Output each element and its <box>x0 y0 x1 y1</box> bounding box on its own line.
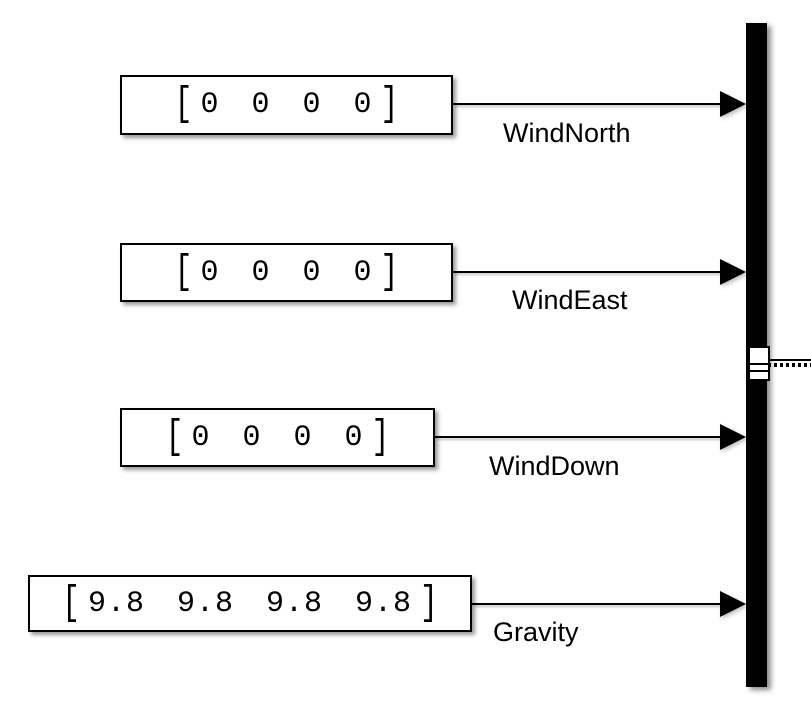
bracket-close: ] <box>420 580 439 627</box>
constant-value: [ 0 0 0 0 ] <box>172 252 400 293</box>
signal-wire[interactable] <box>435 436 727 438</box>
signal-wire[interactable] <box>768 359 811 361</box>
constant-digits: 0 0 0 0 <box>200 255 373 290</box>
mux-output-port-handle[interactable] <box>748 346 770 381</box>
constant-block-windnorth[interactable]: [ 0 0 0 0 ] <box>120 75 453 135</box>
bracket-open: [ <box>174 249 193 296</box>
constant-value: [ 0 0 0 0 ] <box>172 85 400 126</box>
block-label-gravity[interactable]: Gravity <box>493 617 579 647</box>
constant-digits: 9.8 9.8 9.8 9.8 <box>87 586 413 621</box>
signal-wire[interactable] <box>472 603 727 605</box>
bracket-close: ] <box>380 249 399 296</box>
signal-line-gravity[interactable] <box>472 591 746 617</box>
selection-dots <box>768 363 811 367</box>
block-label-winddown[interactable]: WindDown <box>489 451 620 481</box>
signal-arrowhead-icon <box>720 259 746 285</box>
block-label-windnorth[interactable]: WindNorth <box>503 118 631 148</box>
constant-digits: 0 0 0 0 <box>191 420 364 455</box>
constant-value: [ 0 0 0 0 ] <box>163 417 391 458</box>
bracket-close: ] <box>371 414 390 461</box>
constant-digits: 0 0 0 0 <box>200 88 373 122</box>
constant-block-winddown[interactable]: [ 0 0 0 0 ] <box>120 408 435 467</box>
signal-arrowhead-icon <box>720 424 746 450</box>
signal-line-windeast[interactable] <box>453 259 746 285</box>
bracket-close: ] <box>380 82 399 128</box>
signal-wire[interactable] <box>453 103 727 105</box>
bracket-open: [ <box>61 580 80 627</box>
signal-line-windnorth[interactable] <box>453 91 746 117</box>
signal-wire[interactable] <box>453 271 727 273</box>
block-label-windeast[interactable]: WindEast <box>512 285 628 315</box>
bracket-open: [ <box>165 414 184 461</box>
signal-arrowhead-icon <box>720 91 746 117</box>
port-handle-divider <box>750 370 768 372</box>
mux-output-signal-line[interactable] <box>768 359 811 369</box>
constant-block-gravity[interactable]: [ 9.8 9.8 9.8 9.8 ] <box>28 575 472 632</box>
bracket-open: [ <box>174 82 193 128</box>
constant-value: [ 9.8 9.8 9.8 9.8 ] <box>60 583 440 624</box>
port-handle-divider <box>750 363 768 365</box>
constant-block-windeast[interactable]: [ 0 0 0 0 ] <box>120 243 453 302</box>
signal-line-winddown[interactable] <box>435 424 746 450</box>
signal-arrowhead-icon <box>720 591 746 617</box>
